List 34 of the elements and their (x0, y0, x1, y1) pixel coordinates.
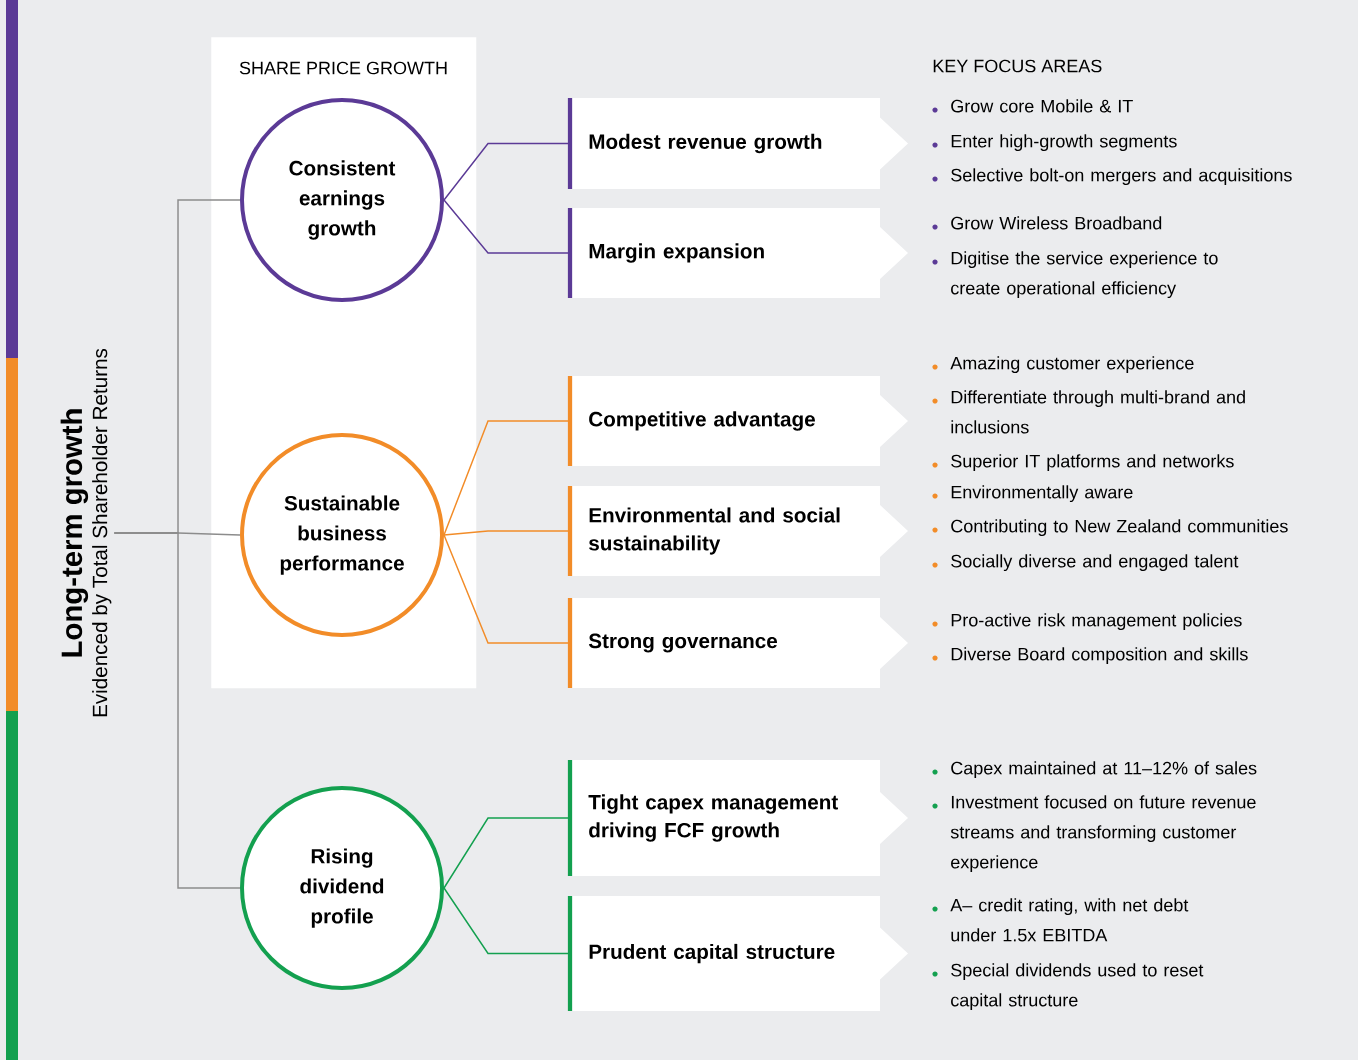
bullet-item: Pro-active risk management policies (932, 613, 1242, 631)
connector-line (443, 530, 569, 536)
vertical-title: Long-term growth Evidenced by Total Shareholder Returns (60, 348, 112, 717)
bullet-item: Amazing customer experience (932, 356, 1194, 374)
focus-box: Strong governance (567, 598, 908, 688)
focus-box: Margin expansion (567, 208, 908, 298)
bullet-item: Diverse Board composition and skills (932, 647, 1248, 665)
connector-line (443, 142, 569, 201)
bullet-item: Capex maintained at 11–12% of sales (932, 761, 1257, 779)
bullet-item: Differentiate through multi-brand and inclusions (932, 390, 1245, 434)
connector-line (443, 534, 569, 644)
focus-box: Modest revenue growth (567, 98, 908, 189)
focus-box: Competitive advantage (567, 376, 908, 466)
bullet-item: Enter high-growth segments (932, 134, 1177, 152)
bullet-item: Superior IT platforms and networks (932, 454, 1234, 472)
bullet-item: Special dividends used to reset capital structure (932, 963, 1204, 1011)
connector-line (113, 532, 241, 889)
bullet-item: Investment focused on future revenue streams and transforming customer experience (932, 795, 1256, 873)
bullet-item: Grow Wireless Broadband (932, 216, 1162, 230)
bullet-item: Selective bolt-on mergers and acquisitions (932, 168, 1292, 186)
bullet-item: Socially diverse and engaged talent (932, 554, 1239, 572)
bullet-item: A– credit rating, with net debt under 1.5x EBITDA (932, 898, 1189, 942)
bullet-item: Environmentally aware (932, 485, 1133, 503)
focus-box: Prudent capital structure (567, 896, 908, 1011)
bullet-item: Grow core Mobile & IT (932, 99, 1133, 113)
section-heading: KEY FOCUS AREAS (933, 59, 1102, 73)
connector-line (443, 887, 569, 955)
connector-line (443, 817, 569, 889)
bullet-item: Digitise the service experience to create operational efficiency (932, 251, 1218, 299)
bullet-item: Contributing to New Zealand communities (932, 519, 1288, 537)
connector-line (443, 199, 569, 254)
focus-box: Environmental and social sustainability (567, 486, 908, 576)
focus-box: Tight capex management driving FCF growth (567, 760, 908, 876)
connector-line (443, 420, 569, 536)
